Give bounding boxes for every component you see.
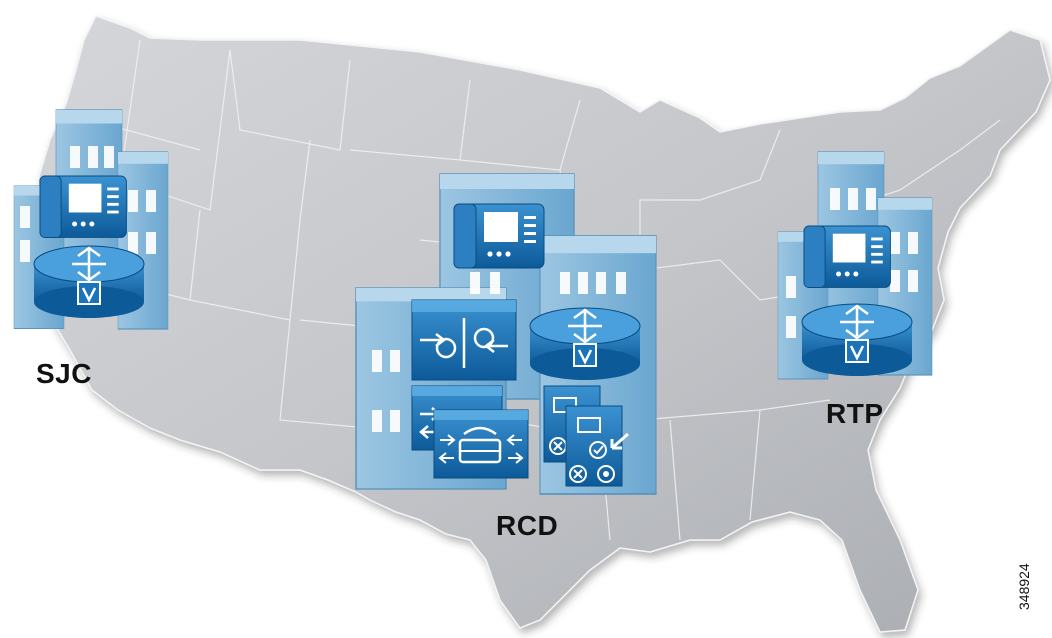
voice-router-icon — [32, 244, 146, 320]
voice-router-icon — [800, 302, 914, 378]
site-label-east: RTP — [826, 398, 884, 429]
figure-id: 348924 — [1016, 563, 1032, 610]
policy-server-icon — [565, 405, 629, 487]
voice-router-icon — [528, 306, 642, 382]
site-central — [355, 173, 657, 495]
ip-phone-icon — [453, 203, 545, 269]
media-gateway-icon — [411, 299, 517, 381]
ip-phone-icon — [39, 175, 127, 238]
site-label-west: SJC — [36, 358, 92, 389]
ip-phone-icon — [803, 225, 891, 288]
site-label-central: RCD — [496, 510, 559, 541]
call-manager-icon — [433, 409, 529, 479]
